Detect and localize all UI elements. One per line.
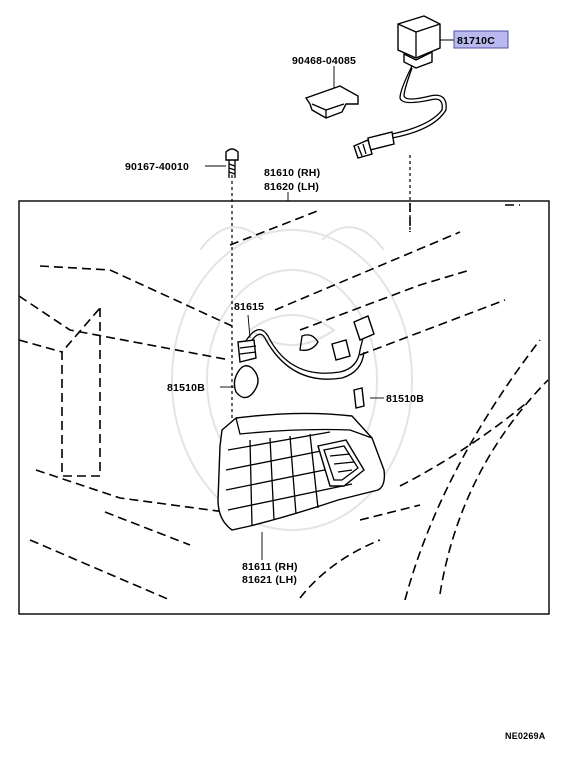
label-81615[interactable]: 81615	[234, 301, 264, 313]
screw-90167-part	[225, 148, 239, 178]
body-outline-lines	[18, 203, 549, 601]
label-90468-04085[interactable]: 90468-04085	[292, 55, 356, 67]
leader-lines	[205, 39, 454, 560]
label-81710c: 81710C	[457, 35, 495, 47]
socket-81615-part	[237, 315, 375, 380]
label-81510b-left[interactable]: 81510B	[167, 382, 205, 394]
diagram-code: NE0269A	[505, 731, 546, 741]
label-81610-rh[interactable]: 81610 (RH)	[264, 167, 320, 179]
bulb-81510b-left-part	[233, 365, 259, 399]
label-90167-40010[interactable]: 90167-40010	[125, 161, 189, 173]
label-81611-rh[interactable]: 81611 (RH)	[242, 561, 298, 573]
label-81510b-right[interactable]: 81510B	[386, 393, 424, 405]
clip-90468-part	[304, 85, 359, 119]
part-label-81710c[interactable]: 81710C	[453, 30, 509, 49]
lens-81611-part	[217, 412, 386, 531]
bulb-81510b-right-part	[353, 387, 365, 409]
label-81620-lh[interactable]: 81620 (LH)	[264, 181, 319, 193]
assembly-frame	[18, 200, 550, 615]
label-81621-lh[interactable]: 81621 (LH)	[242, 574, 297, 586]
switch-81710c-part	[353, 15, 447, 159]
